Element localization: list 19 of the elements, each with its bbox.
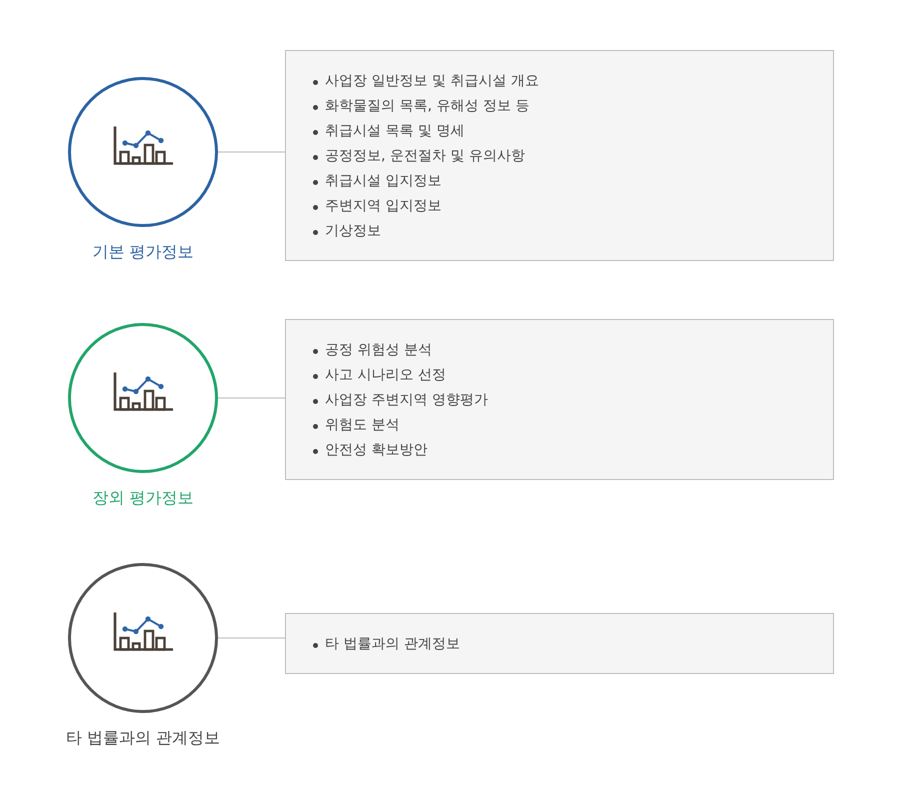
info-panel (285, 50, 834, 261)
list-item: 공정정보, 운전절차 및 유의사항 (325, 146, 525, 164)
list-item: 사업장 주변지역 영향평가 (325, 390, 488, 408)
list-item: 안전성 확보방안 (325, 440, 428, 458)
category-label: 장외 평가정보 (92, 488, 194, 508)
list-item: 취급시설 입지정보 (325, 172, 442, 190)
category-label: 기본 평가정보 (92, 242, 194, 262)
info-panel (285, 319, 834, 480)
list-item: 주변지역 입지정보 (325, 196, 442, 214)
list-item: 사고 시나리오 선정 (325, 366, 446, 384)
list-item: 타 법률과의 관계정보 (325, 634, 460, 652)
category-label: 타 법률과의 관계정보 (66, 728, 220, 748)
list-item: 화학물질의 목록, 유해성 정보 등 (325, 96, 530, 114)
list-item: 공정 위험성 분석 (325, 340, 432, 358)
list-item: 취급시설 목록 및 명세 (325, 122, 464, 140)
list-item: 위험도 분석 (325, 416, 400, 434)
list-item: 기상정보 (325, 222, 381, 240)
info-panel (285, 613, 834, 674)
list-item: 사업장 일반정보 및 취급시설 개요 (325, 72, 539, 90)
